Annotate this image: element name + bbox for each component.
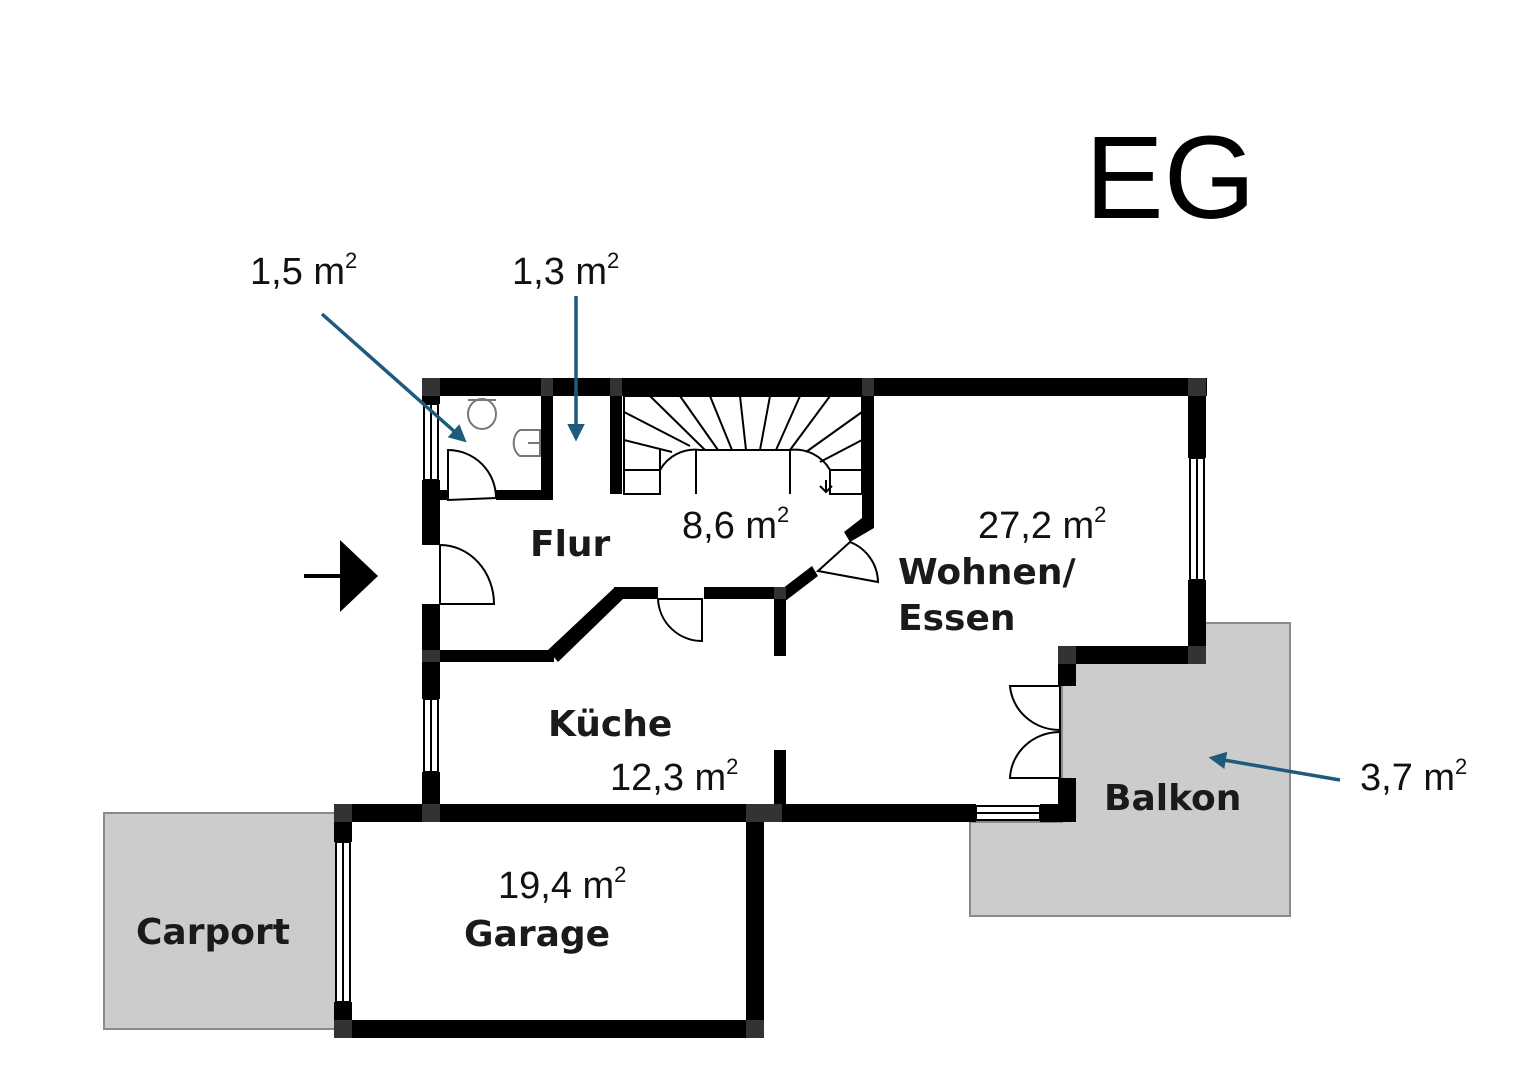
room-label-carport: Carport [136,912,290,953]
room-label-kueche: Küche [548,704,672,745]
annotation-arrows [320,296,1341,782]
entrance-arrow-icon [304,540,378,612]
area-label-kueche: 12,3 m2 [610,754,738,799]
room-label-flur: Flur [530,524,611,565]
spiral-stairs-icon [623,395,863,495]
carport-area [103,812,345,1030]
arrow-balkon [1208,751,1341,782]
kitchen-door [656,598,703,643]
arrow-wc [320,312,467,443]
balcony-door-top [1008,685,1061,732]
entrance-door [439,543,496,605]
wall-posts [334,378,1206,1038]
living-door [815,540,880,584]
area-label-balkon: 3,7 m2 [1360,754,1467,799]
sink-icon [512,429,541,457]
room-label-wohnen-line1: Wohnen/ [898,552,1076,593]
area-label-wc: 1,5 m2 [250,248,357,293]
room-label-wohnen-line2: Essen [898,598,1016,639]
doors [439,448,1061,779]
floor-label: EG [1085,112,1256,244]
area-label-flur: 8,6 m2 [682,502,789,547]
room-label-garage: Garage [464,914,610,955]
windows [335,403,1205,1003]
wc-door [447,448,498,502]
area-label-wohnen: 27,2 m2 [978,502,1106,547]
area-label-abstellraum: 1,3 m2 [512,248,619,293]
room-label-balkon: Balkon [1104,778,1241,819]
toilet-icon [467,398,497,430]
balcony-door-bottom [1008,730,1061,779]
area-label-garage: 19,4 m2 [498,862,626,907]
